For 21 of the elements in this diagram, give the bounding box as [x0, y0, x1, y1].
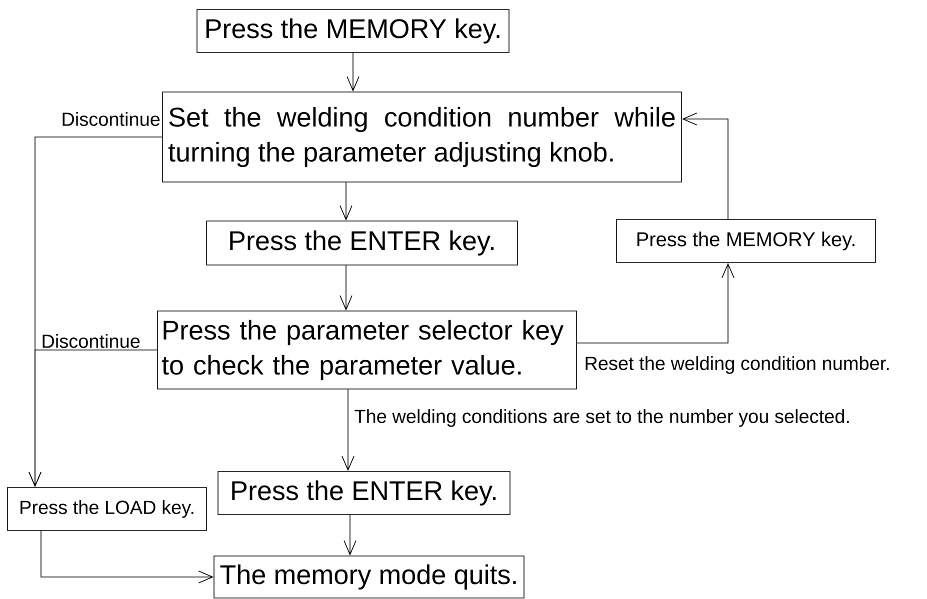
edge-label: Discontinue [60, 111, 162, 127]
arrow [344, 514, 356, 556]
arrow [682, 112, 728, 220]
edge-label: Reset the welding condition number. [583, 355, 892, 375]
process-box: Press the MEMORY key. [196, 9, 510, 53]
process-box: Press the parameter selector key to check the parameter value. [157, 310, 577, 390]
arrow [576, 262, 734, 344]
edge-label: The welding conditions are set to the number you selected. [353, 408, 852, 428]
arrow [340, 182, 352, 221]
arrow [28, 350, 158, 488]
process-box: Set the welding condition number while turning the parameter adjusting knob. [162, 92, 682, 182]
arrow [40, 530, 214, 584]
process-box: Press the MEMORY key. [616, 219, 876, 263]
process-box: Press the LOAD key. [7, 487, 207, 531]
process-box: The memory mode quits. [214, 556, 524, 598]
arrow [342, 389, 354, 472]
arrow [340, 265, 352, 311]
arrow [346, 52, 360, 92]
process-box: Press the ENTER key. [206, 220, 518, 266]
edge-label: Discontinue [40, 333, 142, 349]
process-box: Press the ENTER key. [218, 471, 510, 515]
